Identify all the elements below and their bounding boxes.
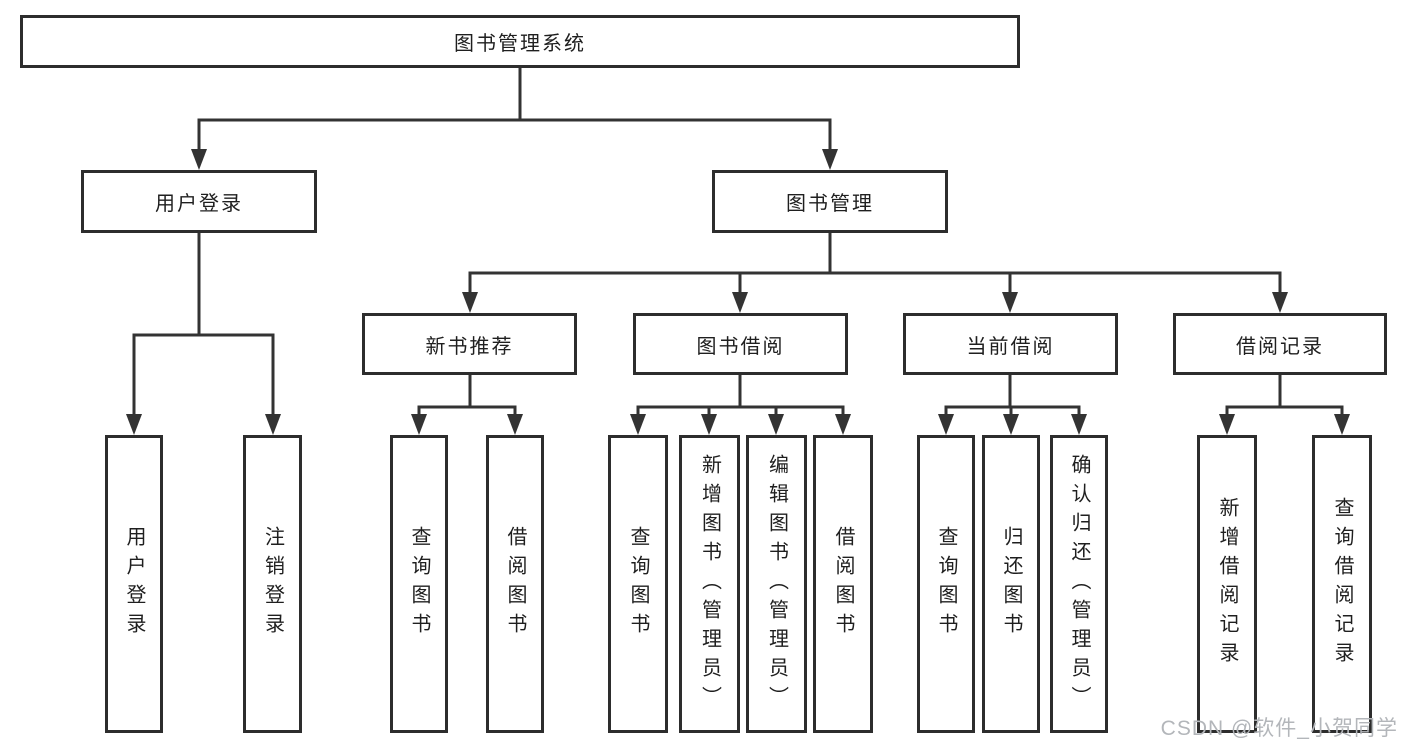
leaf-logout: 注销登录 <box>243 435 302 733</box>
leaf-borrow-books-borrowing: 借阅图书 <box>813 435 873 733</box>
connector-current-borrowing <box>938 373 1087 435</box>
connector-root <box>191 66 838 170</box>
node-book-management: 图书管理 <box>712 170 948 233</box>
leaf-label: 注销登录 <box>261 526 284 642</box>
leaf-add-borrow-record: 新增借阅记录 <box>1197 435 1257 733</box>
leaf-return-books: 归还图书 <box>982 435 1040 733</box>
leaf-label: 查询图书 <box>627 526 649 642</box>
node-borrowing-records: 借阅记录 <box>1173 313 1387 375</box>
leaf-user-login: 用户登录 <box>105 435 163 733</box>
leaf-edit-book-admin: 编辑图书（管理员） <box>746 435 807 733</box>
leaf-query-books-current: 查询图书 <box>917 435 975 733</box>
leaf-borrow-books-recommendation: 借阅图书 <box>486 435 544 733</box>
leaf-confirm-return-admin: 确认归还（管理员） <box>1050 435 1108 733</box>
connector-book-borrowing <box>630 373 851 435</box>
node-label: 用户登录 <box>155 193 243 215</box>
leaf-label: 用户登录 <box>123 526 145 642</box>
node-library-management-system: 图书管理系统 <box>20 15 1020 68</box>
connector-book-management <box>462 231 1288 313</box>
leaf-label: 查询借阅记录 <box>1331 497 1353 671</box>
node-label: 图书借阅 <box>696 335 785 358</box>
leaf-label: 查询图书 <box>408 526 430 642</box>
leaf-label: 新增图书（管理员） <box>698 453 721 715</box>
leaf-label: 查询图书 <box>935 526 957 642</box>
connector-new-book-recommendation <box>411 373 523 435</box>
node-label: 借阅记录 <box>1236 335 1324 358</box>
leaf-query-borrow-record: 查询借阅记录 <box>1312 435 1372 733</box>
leaf-label: 编辑图书（管理员） <box>765 453 788 715</box>
csdn-watermark: CSDN @软件_小贺同学 <box>1160 717 1398 740</box>
leaf-label: 确认归还（管理员） <box>1068 453 1090 715</box>
leaf-query-books-borrowing: 查询图书 <box>608 435 668 733</box>
node-current-borrowing: 当前借阅 <box>903 313 1118 375</box>
node-label: 图书管理 <box>786 193 874 215</box>
node-book-borrowing: 图书借阅 <box>633 313 848 375</box>
node-label: 图书管理系统 <box>454 33 586 55</box>
leaf-add-book-admin: 新增图书（管理员） <box>679 435 740 733</box>
leaf-label: 借阅图书 <box>832 526 854 642</box>
node-user-login: 用户登录 <box>81 170 317 233</box>
node-new-book-recommendation: 新书推荐 <box>362 313 577 375</box>
leaf-query-books-recommendation: 查询图书 <box>390 435 448 733</box>
connector-borrowing-records <box>1219 373 1350 435</box>
leaf-label: 新增借阅记录 <box>1216 497 1238 671</box>
leaf-label: 借阅图书 <box>504 526 526 642</box>
connector-user-login <box>126 231 281 435</box>
node-label: 当前借阅 <box>966 335 1055 358</box>
leaf-label: 归还图书 <box>1000 526 1022 642</box>
node-label: 新书推荐 <box>425 335 514 358</box>
